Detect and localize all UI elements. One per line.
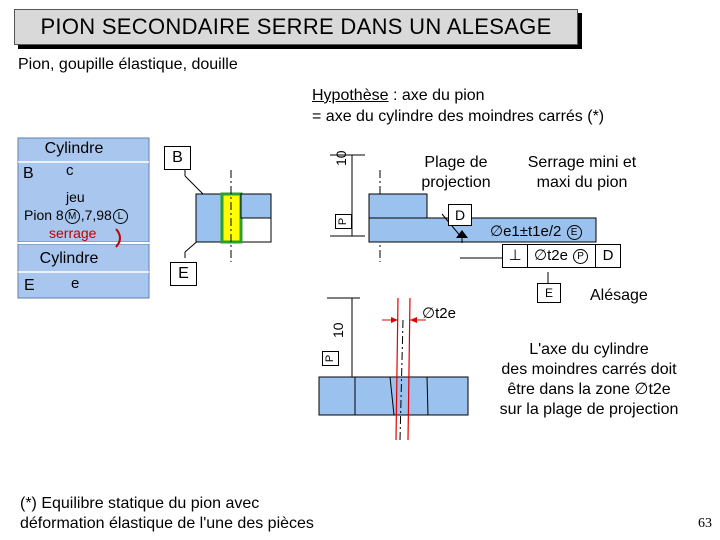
hypothesis: Hypothèse : axe du pion = axe du cylindr… xyxy=(312,85,604,127)
left-c-letter: c xyxy=(66,162,74,179)
left-e-letter: E xyxy=(24,277,35,294)
pion-mid: ,7,98 xyxy=(80,207,112,223)
axis-note-line1: L'axe du cylindre xyxy=(529,341,649,358)
datum-d-triangle xyxy=(456,230,468,238)
zone-arrowhead-left xyxy=(391,317,398,323)
upper-part-right xyxy=(240,217,272,243)
plage-label: Plage de projection xyxy=(405,153,507,193)
datum-d-box: D xyxy=(448,204,472,226)
serrage-label: serrage xyxy=(49,225,97,241)
zone-line-left xyxy=(395,297,399,441)
l-mark: L xyxy=(112,208,128,224)
upper-p-box: P xyxy=(335,214,352,229)
serrage-bracket xyxy=(115,228,121,248)
upper-ten-label: 10 xyxy=(333,150,349,166)
left-table-top xyxy=(17,137,150,243)
tolerance-datum: D xyxy=(602,247,614,264)
subtitle: Pion, goupille élastique, douille xyxy=(18,56,238,73)
footnote-line1: (*) Equilibre statique du pion avec xyxy=(20,495,260,512)
pion-prefix: Pion 8 xyxy=(24,207,64,223)
tolerance-size-text: ∅e1±t1e/2 xyxy=(490,223,562,240)
lower-ten-label: 10 xyxy=(330,322,346,338)
serrage-minmax-label: Serrage mini et maxi du pion xyxy=(520,153,644,193)
left-table-bottom xyxy=(17,243,150,299)
axis-note-line3: être dans la zone ∅t2e xyxy=(507,381,671,398)
axis-note-line2: des moindres carrés doit xyxy=(501,361,677,378)
perpendicularity-symbol: ⊥ xyxy=(503,245,528,267)
serrage-line1: Serrage mini et xyxy=(527,154,637,171)
datum-b-box: B xyxy=(164,146,191,170)
lower-bore-left xyxy=(318,376,356,416)
page-number: 63 xyxy=(698,516,712,531)
lower-wave-2 xyxy=(426,376,429,416)
cylinder-bottom-label: Cylindre xyxy=(39,250,99,267)
alesage-label: Alésage xyxy=(590,287,648,304)
zone-label: ∅t2e xyxy=(422,305,456,322)
datum-d-leader xyxy=(441,213,463,239)
lower-bore-top xyxy=(351,376,469,416)
cylinder-top-label: Cylindre xyxy=(44,140,104,157)
right-part xyxy=(368,217,597,243)
tolerance-value-text: ∅t2e xyxy=(534,247,568,264)
left-e-small: e xyxy=(71,275,80,292)
datum-e-small-box: E xyxy=(537,283,561,303)
datum-e-box: E xyxy=(170,262,197,286)
tolerance-size: ∅e1±t1e/2 E xyxy=(490,222,583,240)
m-mark: M xyxy=(64,208,80,224)
lower-p-box: P xyxy=(322,351,339,366)
plage-line1: Plage de xyxy=(424,154,488,171)
zone-line-right xyxy=(407,297,411,441)
axis-note-line4: sur la plage de projection xyxy=(499,401,679,418)
projected-p-mark: P xyxy=(573,248,589,264)
hypothesis-label: Hypothèse xyxy=(312,87,389,104)
footnote: (*) Equilibre statique du pion avec défo… xyxy=(20,494,314,534)
page-title: PION SECONDAIRE SERRE DANS UN ALESAGE xyxy=(14,9,578,45)
footnote-line2: déformation élastique de l'une des pièce… xyxy=(20,515,314,532)
right-part-top xyxy=(368,193,428,219)
upper-bore-right xyxy=(240,193,272,219)
serrage-line2: maxi du pion xyxy=(536,174,628,191)
jeu-label: jeu xyxy=(66,189,85,205)
zone-axis xyxy=(399,319,404,441)
lower-wave-1 xyxy=(389,376,395,416)
axis-note: L'axe du cylindre des moindres carrés do… xyxy=(480,340,698,420)
tolerance-frame: ⊥ ∅t2e P D xyxy=(502,244,622,268)
hypothesis-line2: = axe du cylindre des moindres carrés (*… xyxy=(312,108,605,125)
zone-arrowhead-right xyxy=(410,317,417,323)
tolerance-frame-value: ∅t2e P xyxy=(528,245,597,267)
left-b-letter: B xyxy=(23,165,34,182)
plage-line2: projection xyxy=(421,174,491,191)
hypothesis-rest: : axe du pion xyxy=(388,87,485,104)
envelope-e-mark: E xyxy=(566,224,582,240)
